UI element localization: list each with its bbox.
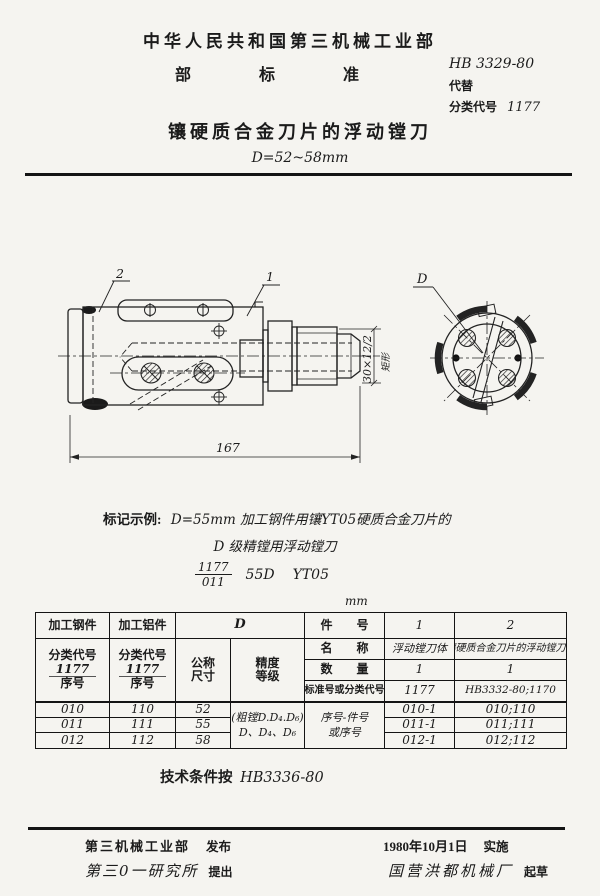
- part-no-2: 2: [455, 613, 566, 639]
- name-2: 镶硬质合金刀片的浮动镗刀片: [455, 639, 566, 660]
- footer-issue-line: 第三机械工业部 发布: [85, 836, 231, 856]
- designation-line: 1177 011 55D YT05: [195, 560, 329, 589]
- grade-values-cell: (粗镗D.D₄.D₆) D、D₄、D₆: [231, 703, 305, 748]
- name-label: 名 称: [305, 639, 385, 660]
- implementation-label: 实施: [483, 840, 509, 854]
- steel-serial: 010: [36, 703, 110, 718]
- std-2: HB3332-80;1170: [455, 681, 566, 703]
- qty-label: 数 量: [305, 660, 385, 681]
- drafting-org: 国营洪都机械厂: [388, 862, 515, 880]
- serial-part-no: 011-1: [385, 718, 455, 733]
- dimension-30x12: [339, 325, 381, 387]
- knurl-shade: [82, 398, 108, 410]
- parts-table: 加工钢件 加工铝件 D 件 号 1 2 分类代号 1177 序号 分类代号 11…: [35, 612, 567, 749]
- footer-date-line: 1980年10月1日 实施: [383, 836, 509, 856]
- tech-note-standard: HB3336-80: [240, 770, 324, 786]
- precision-grade-header: 精度 等级: [231, 639, 305, 703]
- designation-fraction: 1177 011: [195, 560, 232, 589]
- alu-serial: 111: [110, 718, 176, 733]
- issuing-org: 第三机械工业部: [85, 839, 191, 854]
- serial-note-cell: 序号-件号 或序号: [305, 703, 385, 748]
- side-view: [58, 299, 380, 411]
- serial-part-no: 012-1: [385, 733, 455, 748]
- marking-example-line1: 标记示例: D=55mm 加工钢件用镶YT05硬质合金刀片的: [103, 508, 451, 528]
- technical-drawing: 30×12/2 矩形 167 2 1: [58, 266, 544, 463]
- steel-serial: 012: [36, 733, 110, 748]
- dimension-167: [69, 386, 361, 463]
- nominal-size-header: 公称 尺寸: [176, 639, 231, 703]
- size-value: 58: [176, 733, 231, 748]
- blade-indicator-lines: [129, 359, 212, 411]
- marking-label: 标记示例:: [103, 512, 162, 527]
- section-note-text: 矩形: [381, 351, 392, 372]
- designation-numerator: 1177: [195, 560, 232, 575]
- cap-edge-shade: [82, 306, 96, 314]
- callout-1: 1: [246, 269, 280, 317]
- designation-grade: YT05: [292, 566, 329, 583]
- header-divider: [25, 173, 572, 176]
- col-d-header: D: [176, 613, 305, 639]
- part-no-label: 件 号: [305, 613, 385, 639]
- size-value: 55: [176, 718, 231, 733]
- callout-D: D: [413, 272, 484, 354]
- callout-2: 2: [98, 266, 130, 313]
- qty-1: 1: [385, 660, 455, 681]
- steel-code-cell: 分类代号 1177 序号: [36, 639, 110, 703]
- designation-denominator: 011: [201, 575, 225, 589]
- footer-divider: [28, 827, 565, 830]
- class-code-line: 分类代号 1177: [449, 98, 540, 116]
- col-steel-header: 加工钢件: [36, 613, 110, 639]
- alu-code-cell: 分类代号 1177 序号: [110, 639, 176, 703]
- part-no-1: 1: [385, 613, 455, 639]
- axis-lines: [430, 301, 544, 415]
- marking-text1: D=55mm 加工钢件用镶YT05硬质合金刀片的: [170, 512, 451, 528]
- issue-label: 发布: [206, 840, 232, 854]
- alu-serial: 110: [110, 703, 176, 718]
- serial-part-no: 010-1: [385, 703, 455, 718]
- alu-serial: 112: [110, 733, 176, 748]
- size-value: 52: [176, 703, 231, 718]
- standard-number: HB 3329-80: [449, 56, 535, 72]
- proposing-org: 第三0一研究所: [85, 862, 199, 880]
- std-label: 标准号或分类代号: [305, 681, 385, 703]
- document-title: 镶硬质合金刀片的浮动镗刀: [168, 122, 432, 142]
- table-unit-label: mm: [345, 594, 368, 608]
- qty-2: 1: [455, 660, 566, 681]
- tech-note-prefix: 技术条件按: [160, 770, 233, 786]
- standard-number-block: HB 3329-80 代替 分类代号 1177: [449, 56, 540, 116]
- serial-pair: 010;110: [455, 703, 566, 718]
- supersedes-label: 代替: [449, 79, 474, 93]
- length-dimension-text: 167: [216, 440, 240, 455]
- marking-example-line2: D 级精镗用浮动镗刀: [213, 539, 337, 555]
- draft-label: 起草: [524, 865, 549, 879]
- serial-pair: 012;112: [485, 733, 536, 747]
- serial-pair: 011;111: [455, 718, 566, 733]
- col-alu-header: 加工铝件: [110, 613, 176, 639]
- class-code-label: 分类代号: [449, 100, 498, 114]
- cross-screw: [211, 323, 227, 405]
- hidden-hole-lines: [119, 342, 352, 372]
- svg-text:D: D: [416, 272, 428, 287]
- footer-propose-line: 第三0一研究所 提出: [85, 860, 233, 881]
- implementation-date: 1980年10月1日: [383, 839, 468, 854]
- standard-type: 部 标 准: [174, 67, 385, 84]
- end-view: [430, 301, 544, 415]
- propose-label: 提出: [208, 865, 233, 879]
- name-1: 浮动镗刀体: [385, 639, 455, 660]
- tech-conditions-note: 技术条件按 HB3336-80: [160, 766, 324, 787]
- footer-draft-line: 国营洪都机械厂 起草: [388, 860, 548, 881]
- section-dimension-text: 30×12/2: [361, 335, 374, 383]
- issuing-org-line: 中华人民共和国第三机械工业部: [143, 32, 437, 51]
- designation-size: 55D: [245, 566, 275, 583]
- svg-text:2: 2: [115, 266, 124, 281]
- svg-text:1: 1: [266, 269, 274, 284]
- diameter-range: D=52~58mm: [251, 150, 349, 166]
- std-1: 1177: [385, 681, 455, 703]
- class-code-value: 1177: [507, 100, 541, 115]
- steel-serial: 011: [36, 718, 110, 733]
